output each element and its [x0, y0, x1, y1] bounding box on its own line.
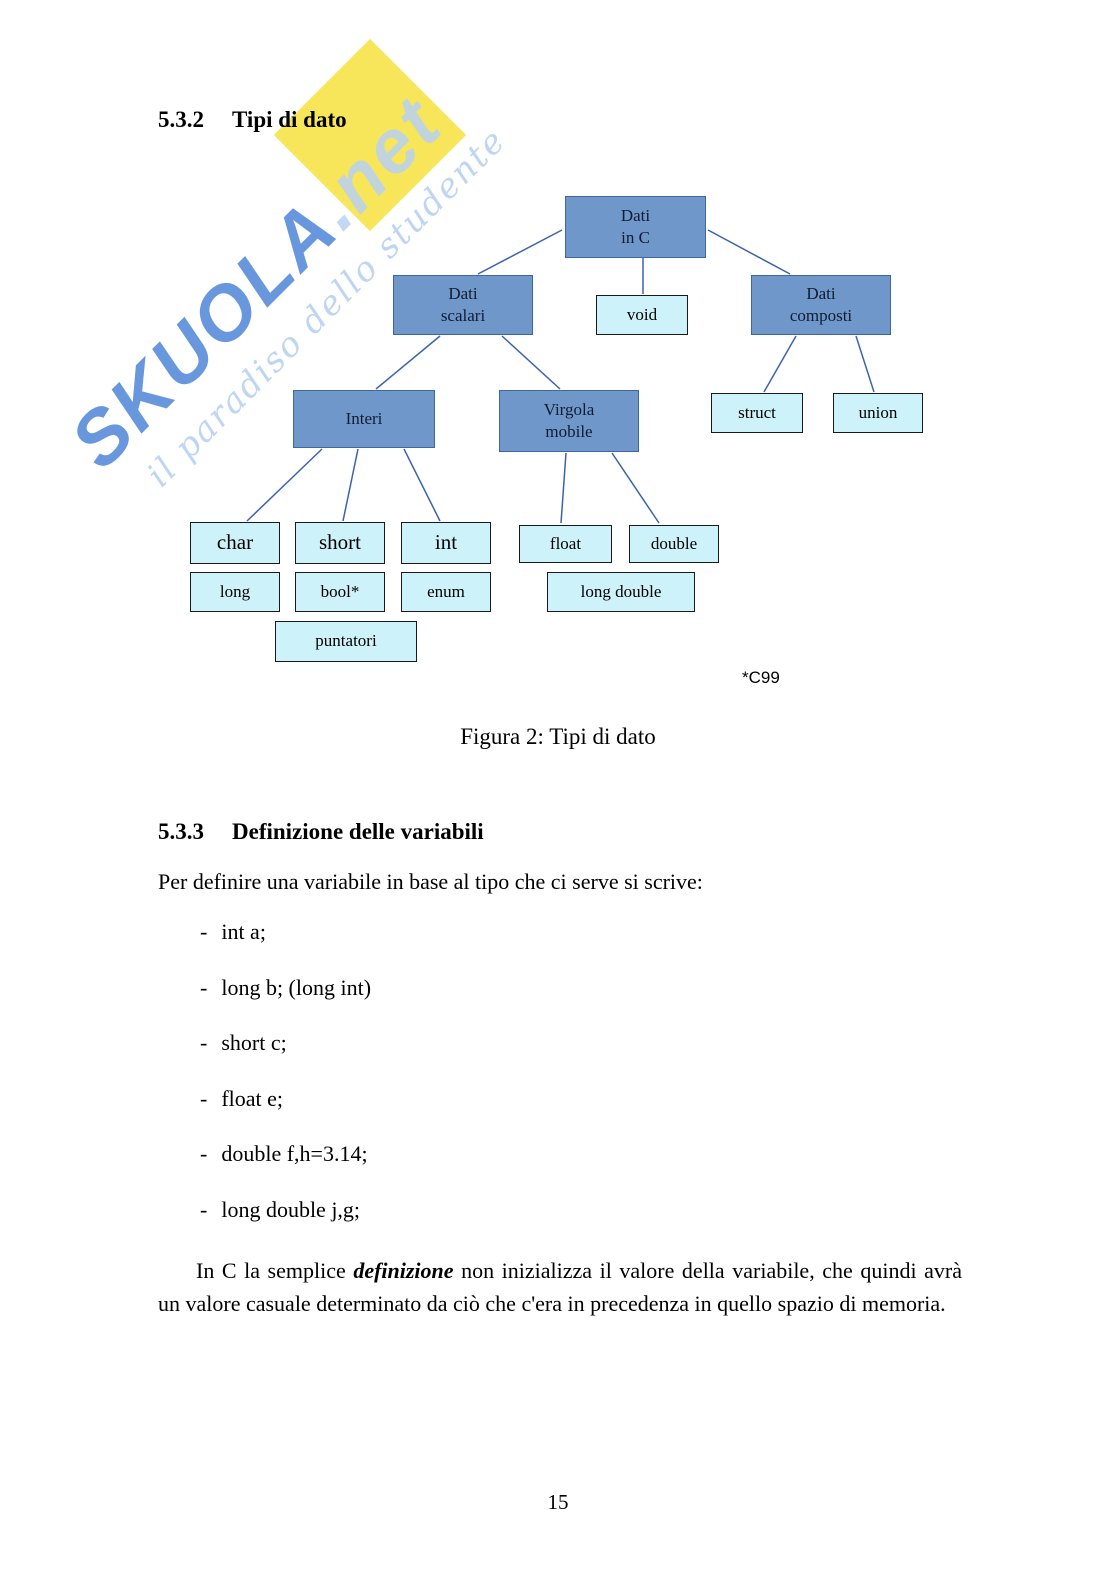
list-item: -long b; (long int) — [200, 974, 371, 1002]
list-bullet: - — [200, 1141, 208, 1166]
connector-scalari-virgola — [501, 335, 561, 390]
section-number: 5.3.2 — [158, 107, 204, 132]
node-label: Virgola mobile — [543, 399, 595, 441]
node-short: short — [295, 522, 385, 564]
node-union: union — [833, 393, 923, 433]
intro-paragraph: Per definire una variabile in base al ti… — [158, 869, 703, 894]
list-item: -long double j,g; — [200, 1196, 371, 1224]
list-bullet: - — [200, 1030, 208, 1055]
list-item-text: short c; — [221, 1030, 287, 1055]
section-title: Definizione delle variabili — [232, 819, 484, 844]
node-label: Dati in C — [620, 205, 651, 247]
node-label: Dati composti — [789, 283, 853, 325]
list-item-text: float e; — [221, 1085, 284, 1111]
node-label: void — [626, 304, 658, 324]
closing-text-post: non inizializza il valore della variabil… — [158, 1258, 962, 1316]
list-item-text: double f,h=3.14; — [221, 1141, 368, 1166]
node-label: long double — [580, 581, 662, 601]
node-label: short — [319, 530, 361, 555]
node-label: union — [858, 402, 898, 422]
node-label: int — [434, 530, 458, 555]
list-item: -double f,h=3.14; — [200, 1140, 371, 1168]
node-dati-composti: Dati composti — [751, 275, 891, 335]
connector-composti-struct — [763, 335, 797, 393]
connector-root-composti — [707, 229, 791, 275]
list-bullet: - — [200, 919, 208, 944]
variable-definition-list: -int a; -long b; (long int) -short c; -f… — [200, 918, 371, 1251]
node-enum: enum — [401, 572, 491, 612]
node-virgola-mobile: Virgola mobile — [499, 390, 639, 452]
list-bullet: - — [200, 1196, 208, 1222]
connector-scalari-interi — [375, 335, 441, 390]
closing-paragraph: In C la semplice definizione non inizial… — [158, 1254, 962, 1320]
connector-root-scalari — [477, 229, 563, 275]
node-bool: bool* — [295, 572, 385, 612]
node-char: char — [190, 522, 280, 564]
section-title: Tipi di dato — [232, 107, 347, 132]
closing-emphasis: definizione — [353, 1258, 454, 1283]
node-label: enum — [427, 581, 465, 601]
node-label: long — [219, 581, 251, 601]
connector-interi-short — [342, 448, 359, 522]
node-label: puntatori — [315, 631, 377, 651]
connector-composti-union — [855, 335, 875, 393]
list-item-text: long double j,g; — [221, 1196, 361, 1222]
node-interi: Interi — [293, 390, 435, 448]
diagram-connector-lines — [246, 229, 875, 524]
page-number: 15 — [547, 1490, 569, 1514]
list-bullet: - — [200, 1085, 208, 1111]
node-label: float — [549, 533, 582, 553]
node-label: Dati scalari — [440, 283, 486, 325]
node-struct: struct — [711, 393, 803, 433]
node-long: long — [190, 572, 280, 612]
node-label: struct — [738, 402, 776, 422]
node-label: Interi — [345, 408, 383, 428]
list-item: -int a; — [200, 918, 371, 946]
node-void: void — [596, 295, 688, 335]
node-float: float — [519, 525, 612, 563]
node-label: bool* — [320, 581, 360, 601]
list-item: -float e; — [200, 1085, 371, 1113]
connector-virgola-double — [611, 452, 660, 524]
connector-interi-int — [403, 448, 441, 522]
closing-text-pre: In C la semplice — [196, 1258, 354, 1283]
section-heading-5-3-2: 5.3.2 Tipi di dato — [158, 106, 347, 134]
list-bullet: - — [200, 974, 208, 1000]
node-label: char — [216, 530, 254, 555]
node-long-double: long double — [547, 572, 695, 612]
data-types-tree-diagram: Dati in C Dati scalari void Dati compost… — [0, 170, 1116, 710]
connector-virgola-float — [560, 452, 567, 524]
node-dati-in-c: Dati in C — [565, 196, 706, 258]
node-double: double — [629, 525, 719, 563]
diagram-footnote-c99: *C99 — [742, 668, 780, 687]
node-puntatori: puntatori — [275, 621, 417, 662]
section-heading-5-3-3: 5.3.3 Definizione delle variabili — [158, 818, 484, 846]
list-item: -short c; — [200, 1029, 371, 1057]
list-item-text: int a; — [221, 919, 266, 944]
node-dati-scalari: Dati scalari — [393, 275, 533, 335]
section-number: 5.3.3 — [158, 819, 204, 844]
figure-caption: Figura 2: Tipi di dato — [460, 724, 656, 749]
list-item-text: long b; (long int) — [221, 974, 372, 1000]
node-label: double — [650, 533, 698, 553]
node-int: int — [401, 522, 491, 564]
connector-interi-char — [246, 448, 323, 522]
